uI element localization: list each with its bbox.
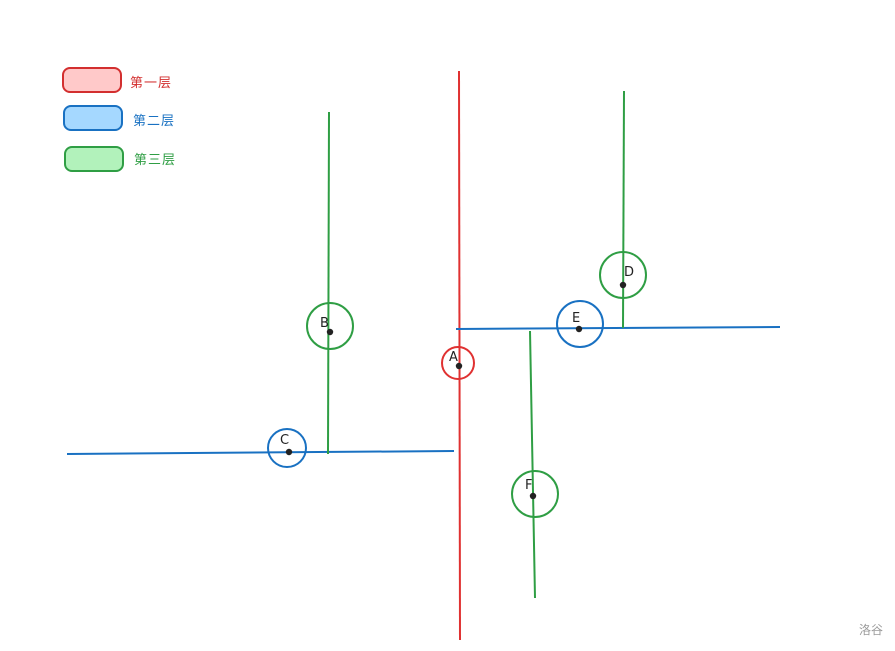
point-c-dot — [285, 448, 293, 456]
layer-2-left-horizontal-line — [66, 450, 455, 455]
legend-label-layer-1: 第一层 — [130, 76, 173, 91]
point-c-label: C — [280, 433, 289, 448]
point-c-circle — [267, 428, 307, 468]
layer-2-right-horizontal-line — [455, 326, 781, 330]
point-b: B — [306, 302, 354, 350]
point-e-label: E — [572, 311, 580, 326]
layer-3-lower-right-vertical-line — [529, 330, 536, 599]
legend-label-layer-2: 第二层 — [133, 114, 176, 129]
point-c: C — [267, 428, 307, 468]
point-b-circle — [306, 302, 354, 350]
point-f-dot — [529, 492, 537, 500]
legend-label-layer-3: 第三层 — [134, 153, 177, 168]
point-d-circle — [599, 251, 647, 299]
point-e: E — [556, 300, 604, 348]
legend-swatch-layer-1 — [62, 67, 122, 93]
point-d-dot — [619, 281, 627, 289]
point-a: A — [441, 346, 475, 380]
point-f-label: F — [525, 478, 532, 493]
point-e-circle — [556, 300, 604, 348]
legend-swatch-layer-3 — [64, 146, 124, 172]
point-d: D — [599, 251, 647, 299]
legend-swatch-layer-2 — [63, 105, 123, 131]
point-f-circle — [511, 470, 559, 518]
point-e-dot — [575, 325, 583, 333]
point-b-label: B — [320, 316, 329, 331]
point-f: F — [511, 470, 559, 518]
point-b-dot — [326, 328, 334, 336]
watermark: 洛谷 — [858, 623, 883, 637]
layer-3-left-vertical-line — [327, 111, 330, 455]
point-a-circle — [441, 346, 475, 380]
layer-1-vertical-line — [458, 70, 461, 641]
layer-3-upper-right-vertical-line — [622, 90, 625, 329]
point-a-dot — [455, 362, 463, 370]
point-d-label: D — [624, 265, 634, 280]
point-a-label: A — [449, 350, 458, 365]
